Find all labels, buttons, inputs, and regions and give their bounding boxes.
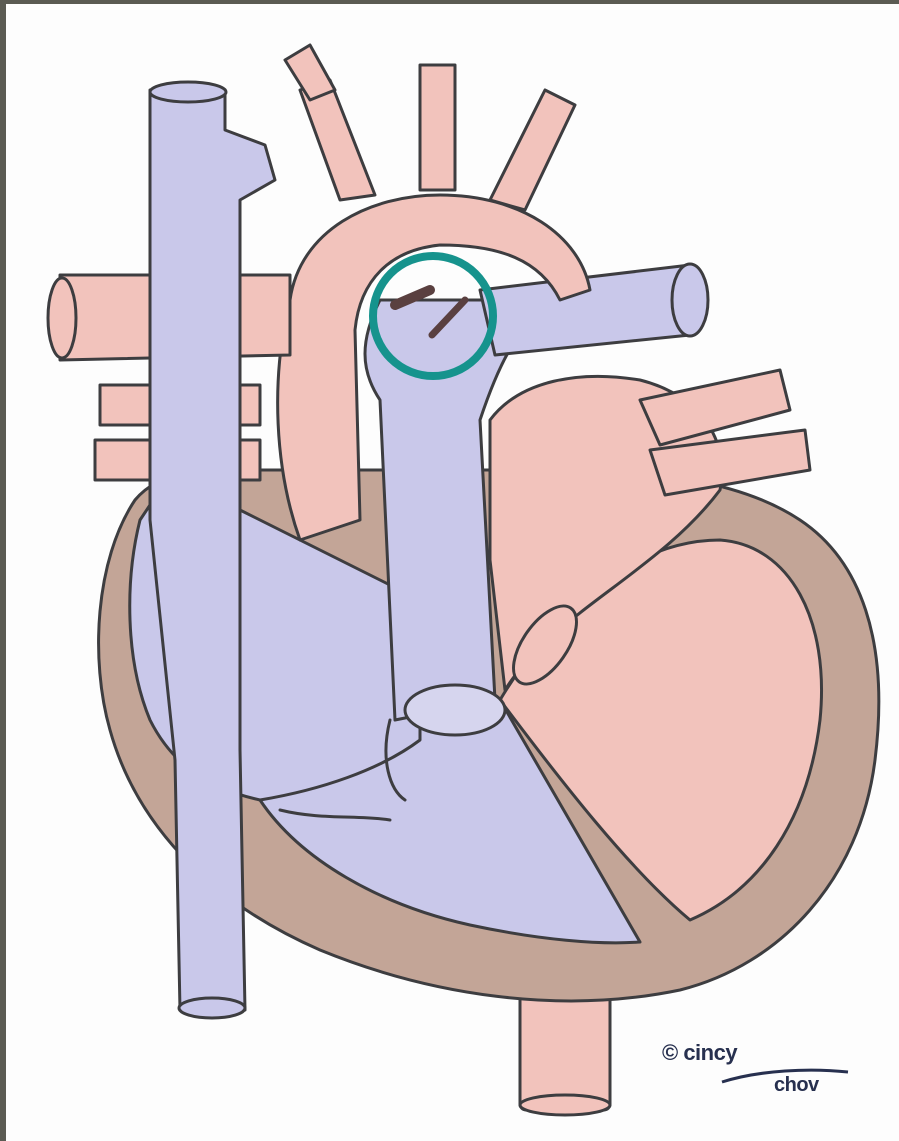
descending-aorta-end: [520, 1095, 610, 1115]
brachiocephalic-branch: [285, 45, 335, 100]
watermark: © cincy chov: [662, 1040, 862, 1110]
descending-aorta: [520, 985, 610, 1110]
left-common-carotid: [420, 65, 455, 190]
right-pulmonary-artery-end: [48, 278, 76, 358]
watermark-bottom-text: chov: [774, 1074, 819, 1097]
left-subclavian: [490, 90, 575, 210]
vena-cava-top: [150, 82, 226, 102]
pulmonary-valve: [405, 685, 505, 735]
watermark-top-text: © cincy: [662, 1040, 737, 1066]
left-pulmonary-artery-end: [672, 264, 708, 336]
vena-cava-bottom: [179, 998, 245, 1018]
